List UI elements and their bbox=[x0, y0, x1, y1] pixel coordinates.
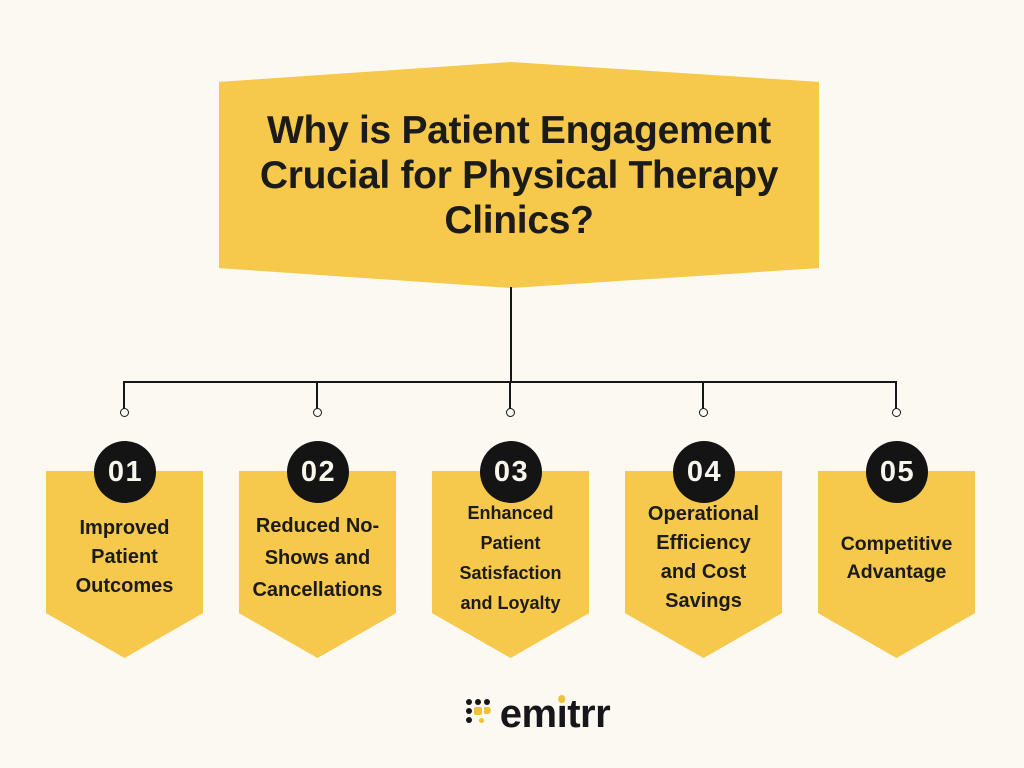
connector-drop-1 bbox=[123, 381, 125, 409]
benefit-label: Improved Patient Outcomes bbox=[75, 517, 174, 597]
i-dot-accent bbox=[558, 695, 566, 703]
connector-drop-5 bbox=[895, 381, 897, 409]
benefit-item-3: 03 Enhanced Patient Satisfaction and Loy… bbox=[432, 438, 589, 658]
benefit-item-1: 01 Improved Patient Outcomes bbox=[46, 438, 203, 658]
connector-node-icon bbox=[313, 408, 322, 417]
step-number-badge: 05 bbox=[865, 441, 928, 503]
connector-drop-2 bbox=[316, 381, 318, 409]
step-number-badge: 01 bbox=[93, 441, 156, 503]
connector-drop-3 bbox=[509, 381, 511, 409]
step-number-badge: 03 bbox=[479, 441, 542, 503]
step-number-badge: 02 bbox=[286, 441, 349, 503]
connector-node-icon bbox=[506, 408, 515, 417]
connector-node-icon bbox=[892, 408, 901, 417]
benefit-label: Competitive Advantage bbox=[840, 532, 953, 583]
benefit-label: Enhanced Patient Satisfaction and Loyalt… bbox=[459, 502, 562, 613]
connector-node-icon bbox=[120, 408, 129, 417]
benefit-item-2: 02 Reduced No- Shows and Cancellations bbox=[239, 438, 396, 658]
benefit-item-4: 04 Operational Efficiency and Cost Savin… bbox=[625, 438, 782, 658]
connector-node-icon bbox=[699, 408, 708, 417]
emitrr-logo-icon bbox=[465, 699, 491, 725]
connector-stem bbox=[510, 287, 512, 382]
connector-drop-4 bbox=[702, 381, 704, 409]
step-number-badge: 04 bbox=[672, 441, 735, 503]
page-title: Why is Patient Engagement Crucial for Ph… bbox=[259, 108, 779, 242]
title-banner: Why is Patient Engagement Crucial for Ph… bbox=[219, 62, 819, 288]
benefit-item-5: 05 Competitive Advantage bbox=[818, 438, 975, 658]
benefit-label: Reduced No- Shows and Cancellations bbox=[252, 514, 383, 601]
benefit-label: Operational Efficiency and Cost Savings bbox=[647, 502, 760, 612]
